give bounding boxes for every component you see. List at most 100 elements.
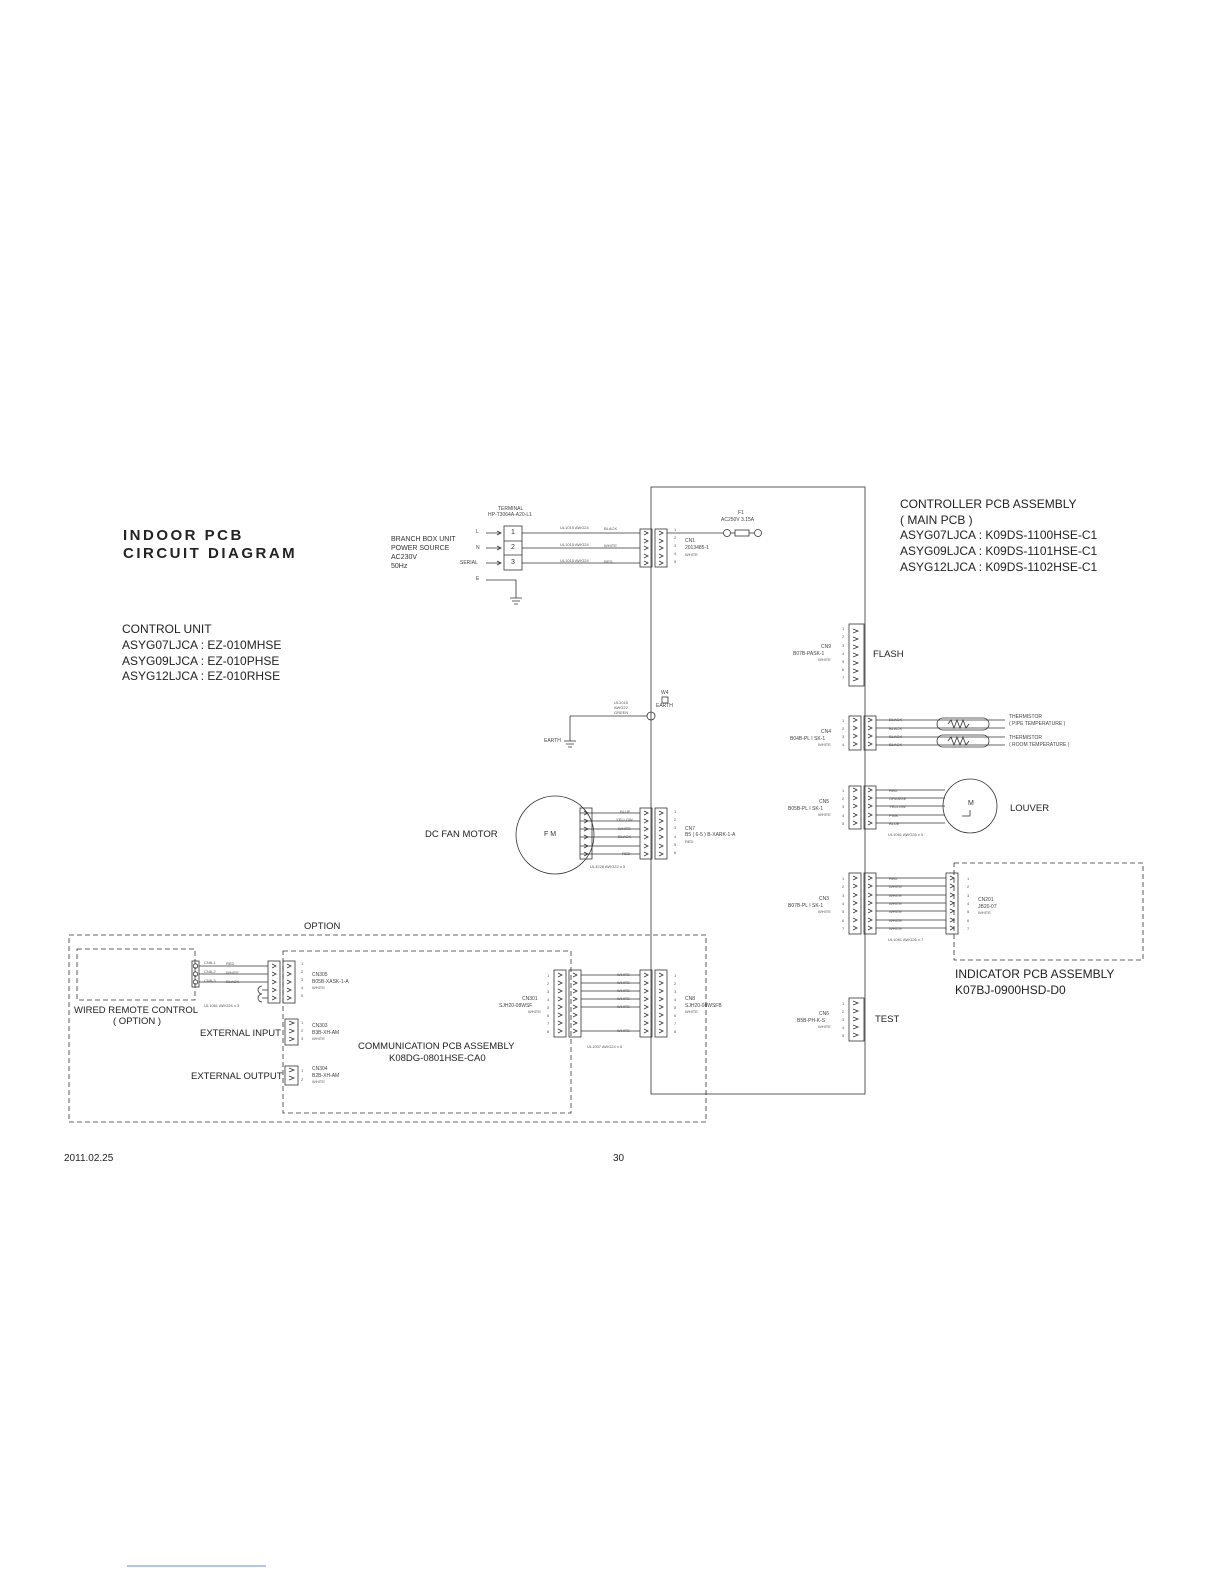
terminal-number-1: 1 xyxy=(511,529,515,536)
power-wire-color-2: WHITE xyxy=(604,543,617,548)
louver-label: LOUVER xyxy=(1010,803,1050,814)
terminal-label: TERMINAL xyxy=(498,506,524,512)
remote-label-line-1: WIRED REMOTE CONTROL xyxy=(74,1005,199,1016)
cn301-part: SJH20-08WSF xyxy=(499,1003,533,1009)
cn8-pin-1: 1 xyxy=(674,973,677,978)
thermistor-room-detail: ( ROOM TEMPERATURE ) xyxy=(1009,742,1070,748)
cn201-pin-3: 3 xyxy=(967,893,970,898)
cn305-pin-1: 1 xyxy=(301,961,304,966)
cn7-color: RED xyxy=(685,839,694,844)
cn301-pin-3: 3 xyxy=(547,989,550,994)
cn9-pin-7: 7 xyxy=(842,675,845,680)
power-source-line-3: AC230V xyxy=(391,554,418,561)
cn1-color: WHITE xyxy=(685,552,698,557)
terminal-signal-l: L xyxy=(476,529,479,535)
cn6-name: CN6 xyxy=(819,1011,830,1017)
cn1-name: CN1 xyxy=(685,538,696,544)
remote-cable: UL1061 AWG26 x 3 xyxy=(204,1003,240,1008)
cn301-pin-2: 2 xyxy=(547,981,550,986)
cn4-wire-color-2: BLACK xyxy=(889,726,903,731)
cn304-name: CN304 xyxy=(312,1066,328,1072)
cn8-color: WHITE xyxy=(685,1009,698,1014)
cn4-connector xyxy=(848,715,877,751)
cn8-name: CN8 xyxy=(685,996,696,1002)
cn305-pin-2: 2 xyxy=(301,969,304,974)
controller-pcb-model-1: ASYG07LJCA : K09DS-1100HSE-C1 xyxy=(900,528,1098,542)
thermistor-pipe-name: THERMISTOR xyxy=(1009,714,1042,720)
cn301-pin-7: 7 xyxy=(547,1021,550,1026)
comm-pcb-model: K08DG-0801HSE-CA0 xyxy=(389,1053,486,1064)
fan-wire-color-1: BLUE xyxy=(620,809,631,814)
cn5-wire-color-1: RED xyxy=(889,788,898,793)
cn3-wire-color-3: WHITE xyxy=(889,893,902,898)
earth-connection xyxy=(564,696,669,748)
diagram-title-line-1: INDOOR PCB xyxy=(123,527,244,544)
cn8-pin-7: 7 xyxy=(674,1021,677,1026)
cn8-pin-4: 4 xyxy=(674,997,677,1002)
cn303-pin-2: 2 xyxy=(301,1028,304,1033)
cn7-pin-5: 5 xyxy=(674,842,677,847)
cn305-connector xyxy=(267,960,296,1004)
cn201-color: WHITE xyxy=(978,910,991,915)
option-outline xyxy=(68,934,707,1123)
cn8-part: SJH20-08WSFB xyxy=(685,1003,722,1009)
remote-terminal-name-3: CN8-3 xyxy=(204,978,216,983)
cn9-color: WHITE xyxy=(818,657,831,662)
cn9-pin-1: 1 xyxy=(842,626,845,631)
cn301-name: CN301 xyxy=(522,996,538,1002)
cn3-connector xyxy=(848,872,877,935)
cn303-pin-3: 3 xyxy=(301,1036,304,1041)
cn7-connector xyxy=(639,807,668,860)
earth-ground-label: EARTH xyxy=(544,738,561,744)
remote-terminal-name-2: CN8-2 xyxy=(204,969,216,974)
option-label: OPTION xyxy=(304,921,341,932)
cn1-pin-3: 3 xyxy=(674,543,677,548)
cn3-part: B07B-PL I SK-1 xyxy=(788,903,824,909)
cn3-wire-color-1: RED xyxy=(889,876,898,881)
terminal-signal-n: N xyxy=(476,545,480,551)
cn304-pin-2: 2 xyxy=(301,1077,304,1082)
cn3-pin-5: 5 xyxy=(842,909,845,914)
cn5-pin-1: 1 xyxy=(842,788,845,793)
cn5-color: WHITE xyxy=(818,812,831,817)
comm-wire-color-5: WHITE xyxy=(617,1004,630,1009)
louver-motor-circle xyxy=(942,778,998,834)
fan-motor-symbol: F M xyxy=(544,831,557,838)
cn201-connector xyxy=(945,872,959,935)
cn1-pin-1: 1 xyxy=(674,527,677,532)
cn301-pin-5: 5 xyxy=(547,1005,550,1010)
indicator-cable: UL1061 AWG26 x 7 xyxy=(888,937,924,942)
fan-wire-color-6: RED xyxy=(622,851,631,856)
indicator-wires xyxy=(876,877,946,929)
cn6-part: B5B-PH-K-S xyxy=(797,1018,826,1024)
remote-terminal-color-2: WHITE xyxy=(226,970,239,975)
fuse-name: F1 xyxy=(738,510,744,516)
fan-wires xyxy=(579,807,640,860)
comm-cable: UL1007 AWG24 x 6 xyxy=(587,1044,623,1049)
indicator-pcb-model: K07BJ-0900HSD-D0 xyxy=(955,983,1066,997)
cn305-part: B05B-XASK-1-A xyxy=(312,979,349,985)
earth-point-label: EARTH xyxy=(656,703,673,709)
cn201-pin-5: 5 xyxy=(967,909,970,914)
cn4-pin-2: 2 xyxy=(842,726,845,731)
thermistor-wires xyxy=(876,717,1005,748)
remote-terminal-color-1: RED xyxy=(226,961,235,966)
diagram-title-line-2: CIRCUIT DIAGRAM xyxy=(123,545,298,562)
louver-cable: UL1061 AWG26 x 5 xyxy=(888,832,924,837)
cn1-connector xyxy=(639,528,668,568)
remote-terminal-block xyxy=(191,960,200,988)
cn8-pin-3: 3 xyxy=(674,989,677,994)
cn5-pin-2: 2 xyxy=(842,796,845,801)
cn6-pin-1: 1 xyxy=(842,1001,845,1006)
cn201-pin-2: 2 xyxy=(967,884,970,889)
remote-wires xyxy=(199,965,268,999)
cn4-name: CN4 xyxy=(821,729,832,735)
cn304-connector xyxy=(284,1065,299,1086)
fan-wire-color-2: YELLOW xyxy=(616,817,633,822)
cn3-pin-2: 2 xyxy=(842,884,845,889)
cn5-part: B05B-PL I SK-1 xyxy=(788,806,824,812)
external-input-label: EXTERNAL INPUT xyxy=(200,1028,281,1039)
fuse-symbol xyxy=(667,529,762,537)
cn3-wire-color-2: WHITE xyxy=(889,884,902,889)
cn3-pin-6: 6 xyxy=(842,918,845,923)
